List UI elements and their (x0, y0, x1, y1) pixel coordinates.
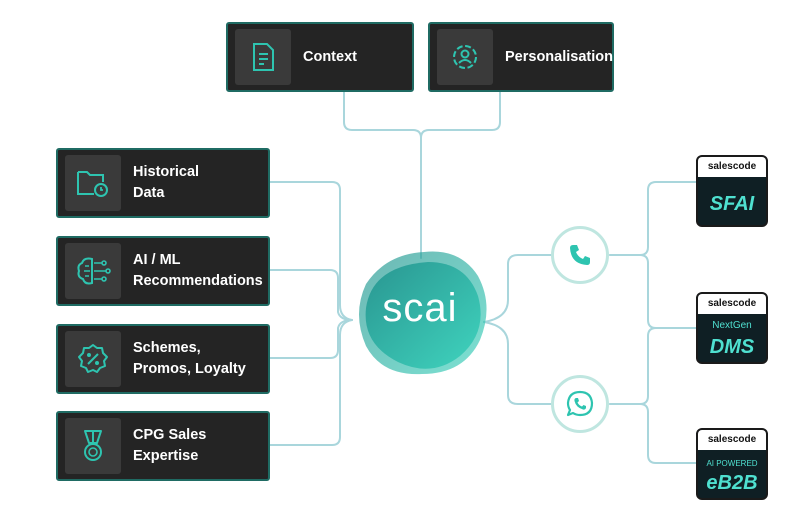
historical-data-card: Historical Data (56, 148, 270, 218)
badge-main: SFAI (709, 193, 755, 215)
document-icon-box (235, 29, 291, 85)
personalisation-card: Personalisation (428, 22, 614, 92)
folder-clock-icon (77, 171, 108, 197)
sfai-badge: salescode SFAI (696, 155, 768, 227)
document-icon (253, 43, 274, 71)
folder-clock-icon-box (65, 155, 121, 211)
card-label: CPG Sales Expertise (133, 427, 207, 464)
context-card: Context (226, 22, 414, 92)
brain-circuit-icon-box (65, 243, 121, 299)
badge-brand: salescode (698, 157, 766, 177)
card-label: Context (303, 48, 357, 65)
badge-main: DMS (709, 336, 755, 358)
phone-icon (570, 245, 590, 265)
card-label: Personalisation (505, 48, 613, 65)
phone-channel (551, 226, 609, 284)
card-label: Schemes, Promos, Loyalty (133, 340, 246, 377)
medal-icon-box (65, 418, 121, 474)
percent-badge-icon (78, 344, 108, 373)
scai-label: scai (382, 286, 458, 330)
scai-logo-blob (359, 251, 487, 375)
badge-sub: AI POWERED (706, 459, 758, 468)
badge-brand: salescode (698, 294, 766, 314)
badge-main: eB2B (706, 472, 758, 494)
eb2b-badge: salescode AI POWERED eB2B (696, 428, 768, 500)
person-gear-icon-box (437, 29, 493, 85)
badge-sub: NextGen (712, 320, 752, 331)
dms-badge: salescode NextGen DMS (696, 292, 768, 364)
schemes-promos-loyalty-card: Schemes, Promos, Loyalty (56, 324, 270, 394)
whatsapp-channel (551, 375, 609, 433)
whatsapp-icon (566, 390, 594, 417)
brain-circuit-icon (77, 257, 111, 285)
medal-icon (84, 430, 102, 461)
cpg-sales-expertise-card: CPG Sales Expertise (56, 411, 270, 481)
card-label: AI / ML Recommendations (133, 252, 263, 289)
badge-brand: salescode (698, 430, 766, 450)
ai-ml-recommendations-card: AI / ML Recommendations (56, 236, 270, 306)
percent-badge-icon-box (65, 331, 121, 387)
card-label: Historical Data (133, 164, 200, 201)
person-gear-icon (453, 45, 477, 69)
